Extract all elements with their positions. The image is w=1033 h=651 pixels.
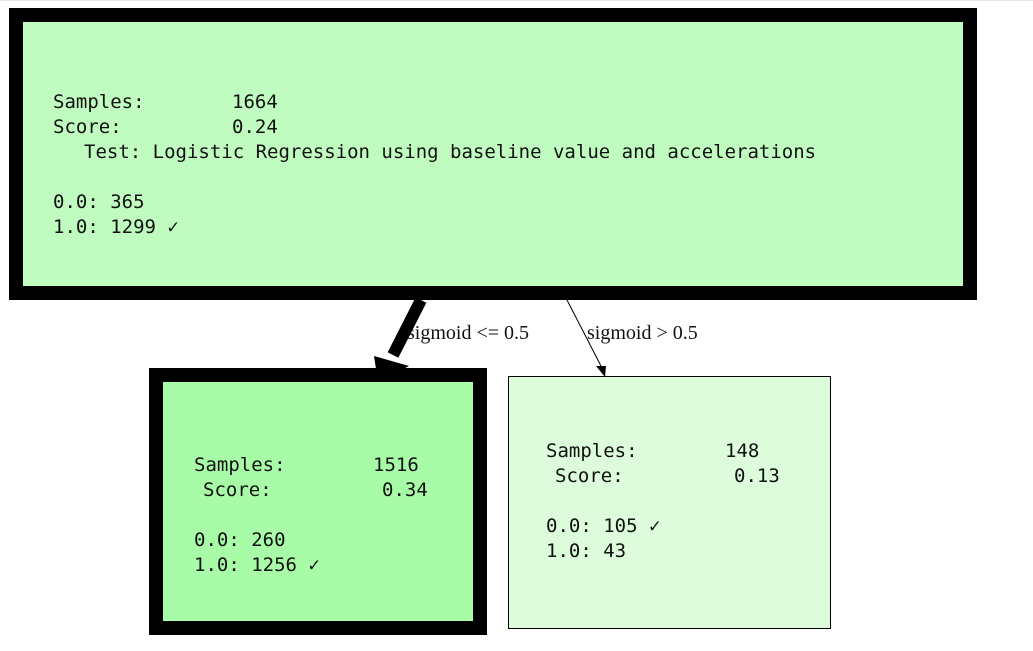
edge-right-arrowhead [596, 366, 606, 377]
root-score-label: Score: [53, 116, 122, 138]
edge-right-label: sigmoid > 0.5 [587, 322, 698, 344]
root-class1-count: 1.0: 1299 ✓ [53, 216, 179, 238]
root-node: Samples: 1664 Score: 0.24 Test: Logistic… [9, 8, 977, 300]
root-samples-label: Samples: [53, 91, 145, 113]
edge-left-line [387, 297, 427, 358]
left-class1-count: 1.0: 1256 ✓ [194, 554, 320, 576]
right-samples-label: Samples: [546, 440, 638, 462]
root-test-description: Test: Logistic Regression using baseline… [84, 141, 817, 163]
right-score-label: Score: [555, 465, 624, 487]
right-score-value: 0.13 [734, 465, 780, 487]
left-score-value: 0.34 [382, 479, 428, 501]
right-class0-count: 0.0: 105 ✓ [546, 515, 661, 537]
left-samples-value: 1516 [373, 454, 419, 476]
left-child-node: Samples: 1516 Score: 0.34 0.0: 260 1.0: … [149, 368, 487, 635]
edge-right-line [566, 299, 602, 367]
right-samples-value: 148 [725, 440, 760, 462]
right-class1-count: 1.0: 43 [546, 540, 627, 562]
top-border-line [0, 0, 1033, 1]
root-samples-value: 1664 [232, 91, 278, 113]
right-child-node: Samples: 148 Score: 0.13 0.0: 105 ✓ 1.0:… [508, 376, 831, 629]
left-samples-label: Samples: [194, 454, 286, 476]
edge-left-label: sigmoid <= 0.5 [407, 322, 530, 344]
root-class0-count: 0.0: 365 [53, 191, 145, 213]
root-score-value: 0.24 [232, 116, 278, 138]
left-class0-count: 0.0: 260 [194, 529, 286, 551]
left-score-label: Score: [203, 479, 272, 501]
